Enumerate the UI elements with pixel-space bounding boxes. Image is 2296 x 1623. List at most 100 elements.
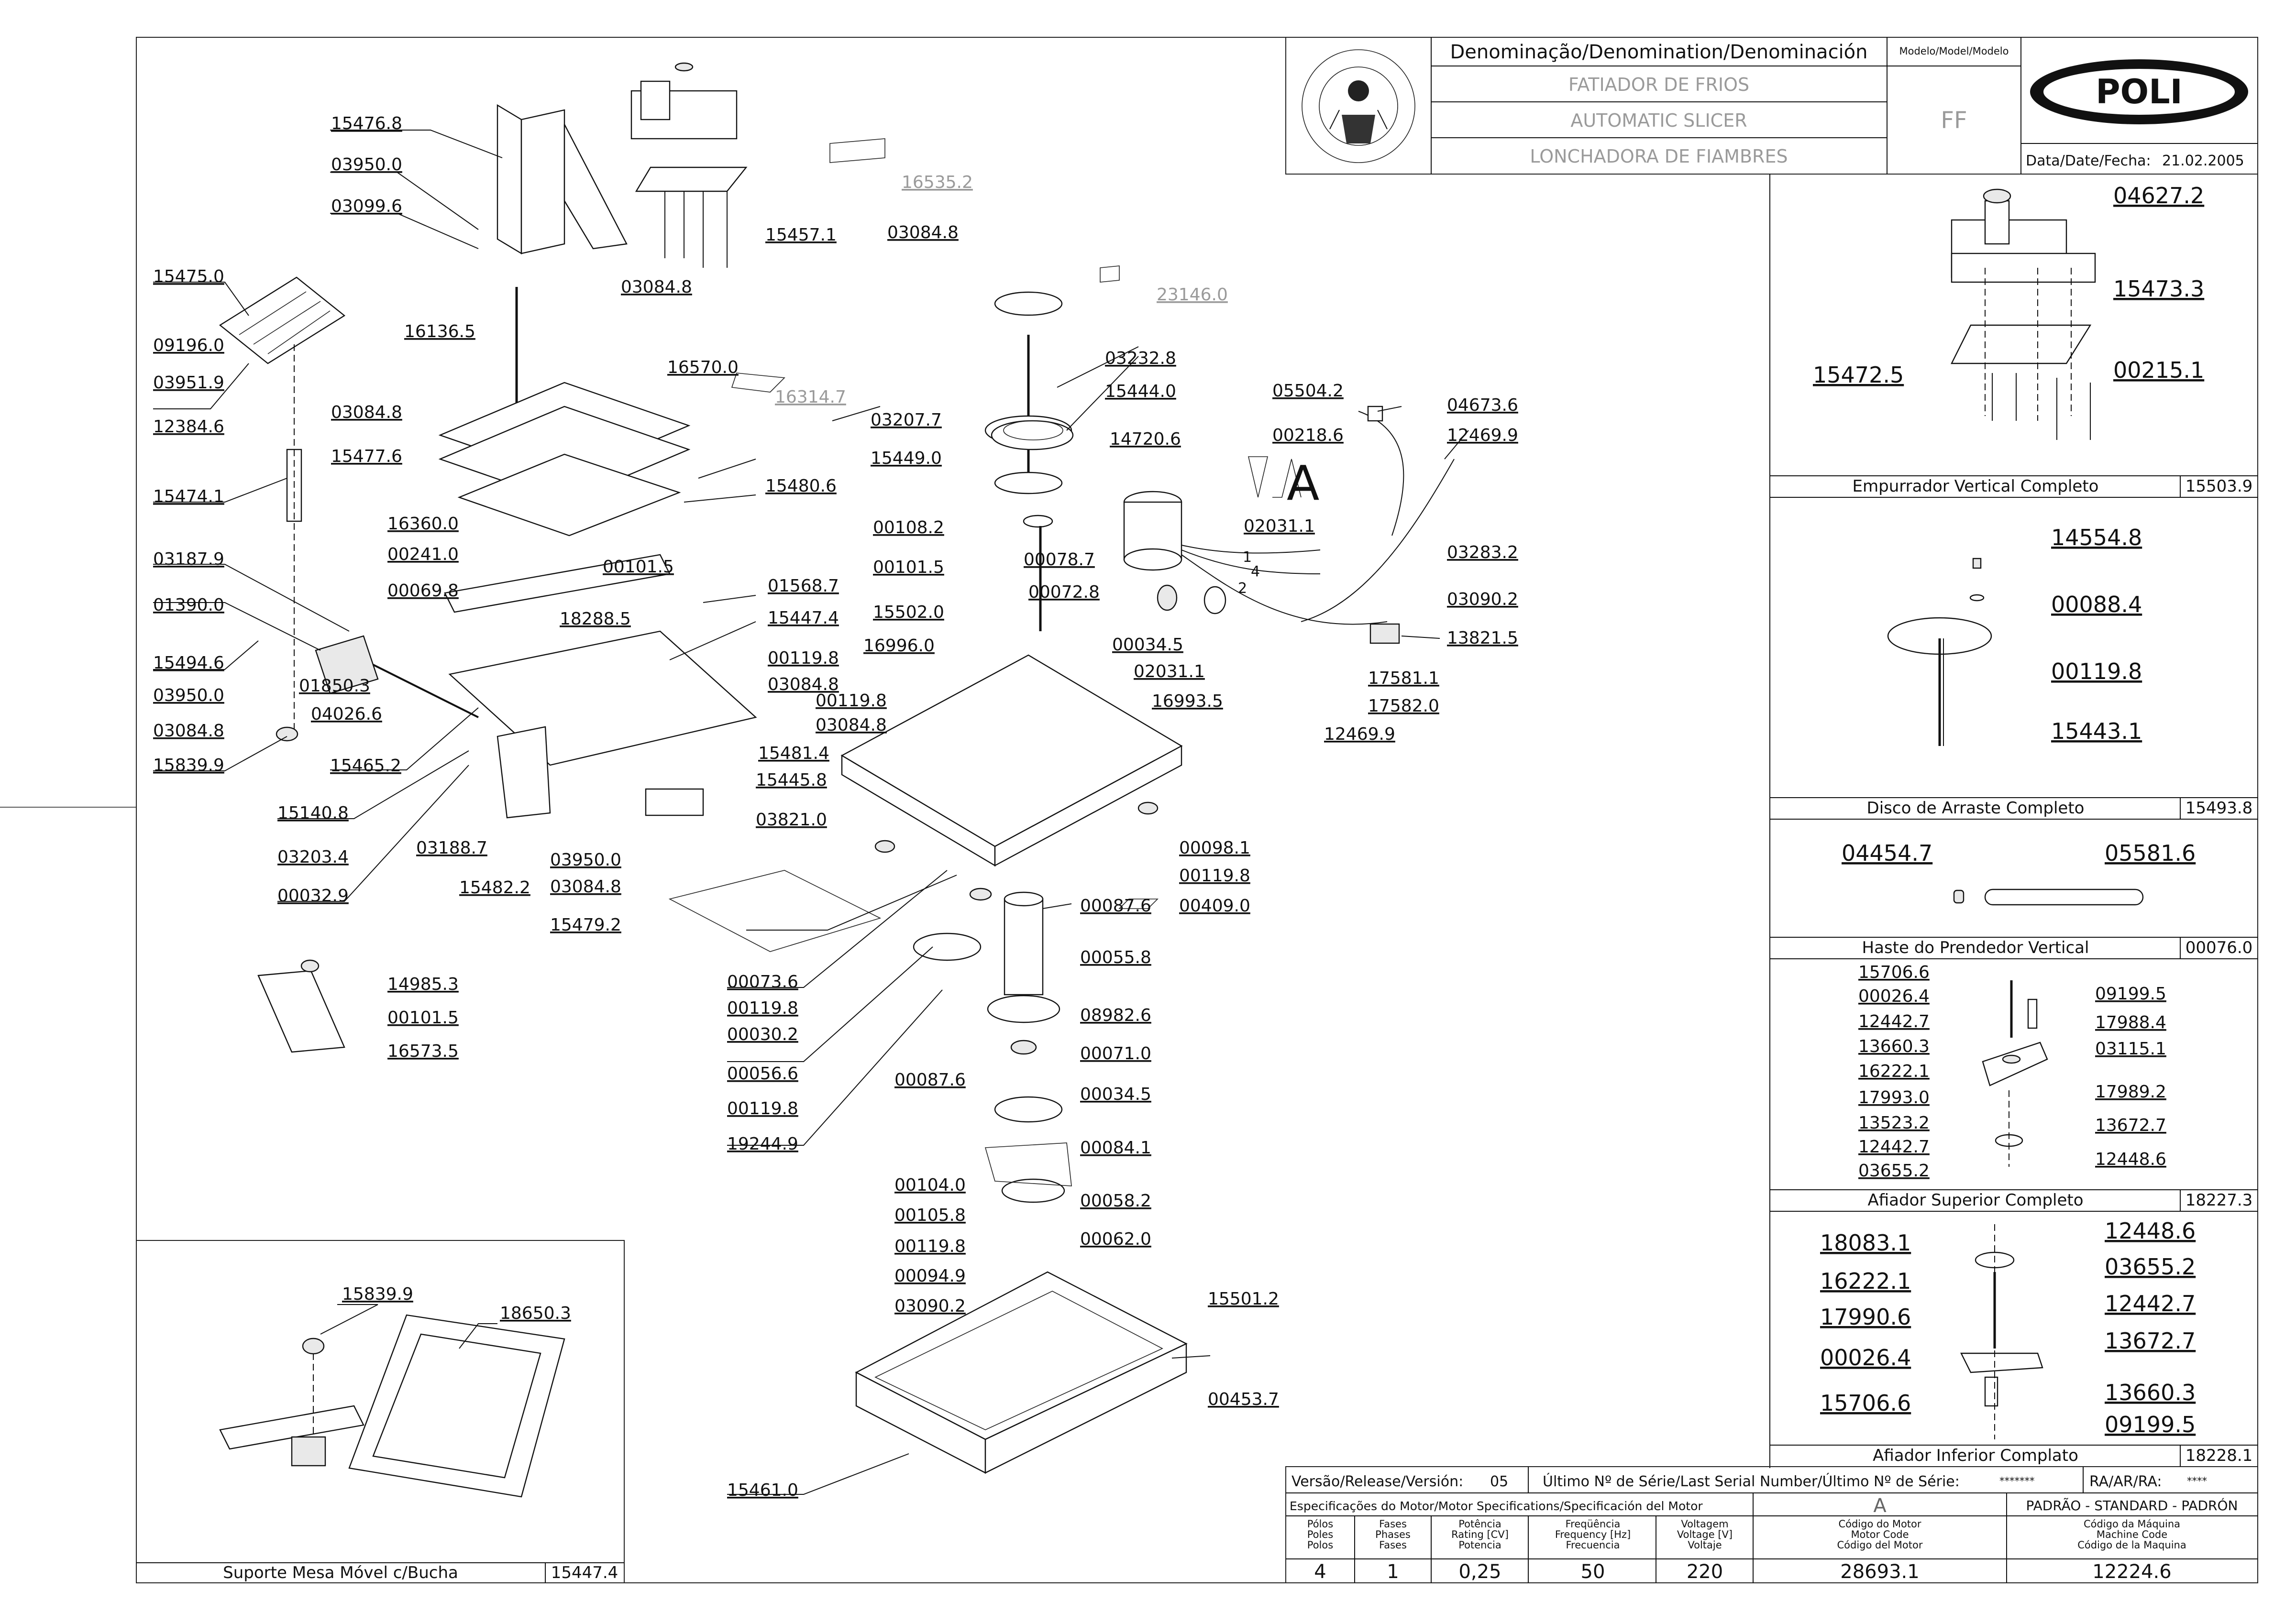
motor-header-text: Código da Máquina	[2084, 1518, 2180, 1530]
callout-a: A	[1287, 455, 1319, 511]
part-label: 00101.5	[603, 557, 674, 577]
part-label: 04673.6	[1447, 395, 1518, 415]
part-label: 09196.0	[153, 336, 224, 355]
part-label: 15477.6	[331, 447, 402, 466]
part-label: 15457.1	[765, 225, 837, 245]
part-label: 15445.8	[756, 770, 827, 790]
main-exploded-view	[219, 62, 1455, 1474]
sub-leader-2	[459, 1323, 497, 1349]
panel-part-label: 00026.4	[1858, 987, 1930, 1006]
part-label: 16993.5	[1152, 691, 1223, 711]
part-label: 03084.8	[621, 277, 692, 297]
motor-header-text: Poles	[1307, 1529, 1333, 1540]
wire-number-4: 4	[1251, 563, 1260, 580]
ra-value: ****	[2187, 1475, 2207, 1487]
part-label: 03283.2	[1447, 543, 1518, 562]
version-value: 05	[1490, 1473, 1508, 1490]
part-label: 16996.0	[863, 636, 935, 656]
part-label: 00119.8	[768, 648, 839, 668]
part-label: 03099.6	[331, 197, 402, 216]
part-label: 03084.8	[816, 715, 887, 735]
panel-part-label: 16222.1	[1858, 1062, 1930, 1081]
part-label: 15479.2	[550, 915, 621, 935]
part-label: 23146.0	[1157, 285, 1228, 305]
motor-header-text: Fases	[1379, 1518, 1407, 1530]
panel-part-label: 17990.6	[1820, 1304, 1911, 1330]
part-label: 03950.0	[331, 155, 402, 175]
version-label: Versão/Release/Versión:	[1292, 1473, 1463, 1490]
part-label: 08982.6	[1080, 1006, 1151, 1025]
brand-text: POLI	[2096, 72, 2182, 111]
part-label: 03090.2	[894, 1296, 966, 1316]
part-label: 00119.8	[727, 998, 798, 1018]
serial-label: Último Nº de Série/Last Serial Number/Úl…	[1543, 1472, 1960, 1490]
part-label: 03187.9	[153, 549, 224, 569]
panel-part-label: 18083.1	[1820, 1230, 1911, 1256]
part-label: 15475.0	[153, 267, 224, 286]
part-label: 05504.2	[1272, 381, 1344, 401]
panel-part-label: 12442.7	[1858, 1137, 1930, 1157]
panel-part-label: 13672.7	[2095, 1116, 2166, 1135]
panel-caption-lower-sharpener: Afiador Inferior Complato	[1873, 1446, 2078, 1465]
date-label: Data/Date/Fecha:	[2026, 153, 2151, 169]
panel-part-label: 15443.1	[2051, 718, 2142, 744]
panel-code-pusher: 15503.9	[2186, 477, 2253, 496]
part-label: 15481.4	[758, 744, 829, 763]
part-label: 03084.8	[550, 877, 621, 897]
motor-header-text: Frecuencia	[1566, 1539, 1620, 1551]
part-label: 15447.4	[768, 608, 839, 628]
part-label: 00104.0	[894, 1175, 966, 1195]
motor-value: 28693.1	[1840, 1561, 1919, 1583]
panel-part-label: 13660.3	[1858, 1037, 1930, 1056]
motor-header-text: Potência	[1458, 1518, 1501, 1530]
part-label: 00087.6	[1080, 896, 1151, 916]
panel-part-label: 00119.8	[2051, 658, 2142, 684]
part-label: 00409.0	[1179, 896, 1250, 916]
part-label: 16360.0	[387, 514, 459, 534]
part-label: 15449.0	[871, 449, 942, 468]
part-label: 03084.8	[331, 403, 402, 422]
part-label: 15465.2	[330, 756, 401, 776]
date-value: 21.02.2005	[2162, 153, 2244, 169]
sub-leader-1	[320, 1304, 378, 1335]
wire-number-2: 2	[1238, 580, 1247, 597]
part-label: 00119.8	[1179, 866, 1250, 886]
panel-code-lower-sharpener: 18228.1	[2186, 1446, 2253, 1465]
panel-part-label: 15473.3	[2113, 276, 2204, 302]
part-label: 12469.9	[1324, 724, 1395, 744]
upper-sharpener-drawing	[1982, 980, 2048, 1167]
wire-number-1: 1	[1243, 549, 1252, 566]
part-label: 03232.8	[1105, 349, 1176, 368]
part-label: 00218.6	[1272, 426, 1344, 445]
panel-part-label: 17989.2	[2095, 1082, 2166, 1102]
part-label: 15474.1	[153, 487, 224, 506]
title-block: Denominação/Denomination/Denominación Mo…	[1285, 37, 2258, 175]
panel-part-label: 15706.6	[1820, 1390, 1911, 1416]
sub-panel-code: 15447.4	[551, 1563, 618, 1582]
panel-part-label: 00026.4	[1820, 1345, 1911, 1371]
part-label: 03084.8	[153, 721, 224, 741]
panel-part-label: 09199.5	[2105, 1412, 2196, 1437]
part-label: 04026.6	[311, 704, 382, 724]
panel-caption-disc: Disco de Arraste Completo	[1867, 799, 2085, 818]
motor-headers: PólosPolesPolosFasesPhasesFasesPotênciaR…	[1307, 1518, 2186, 1551]
part-label: 03951.9	[153, 373, 224, 393]
standard-label: PADRÃO - STANDARD - PADRÓN	[2026, 1497, 2238, 1513]
part-label: 15476.8	[331, 114, 402, 133]
motor-spec-table	[1285, 1466, 2258, 1583]
panel-part-label: 03655.2	[2105, 1254, 2196, 1280]
sub-label-15839: 15839.9	[342, 1284, 413, 1304]
panel-code-rod: 00076.0	[2186, 938, 2253, 957]
part-label: 15501.2	[1208, 1289, 1279, 1309]
motor-value: 4	[1314, 1561, 1326, 1583]
motor-header-text: Voltagem	[1681, 1518, 1728, 1530]
part-label: 16573.5	[387, 1042, 459, 1061]
part-label: 02031.1	[1134, 662, 1205, 681]
motor-header-text: Código de la Maquina	[2077, 1539, 2186, 1551]
panel-part-label: 04627.2	[2113, 183, 2204, 208]
motor-header-text: Phases	[1375, 1529, 1411, 1540]
model-header: Modelo/Model/Modelo	[1899, 45, 2009, 57]
part-label: 00119.8	[894, 1237, 966, 1256]
